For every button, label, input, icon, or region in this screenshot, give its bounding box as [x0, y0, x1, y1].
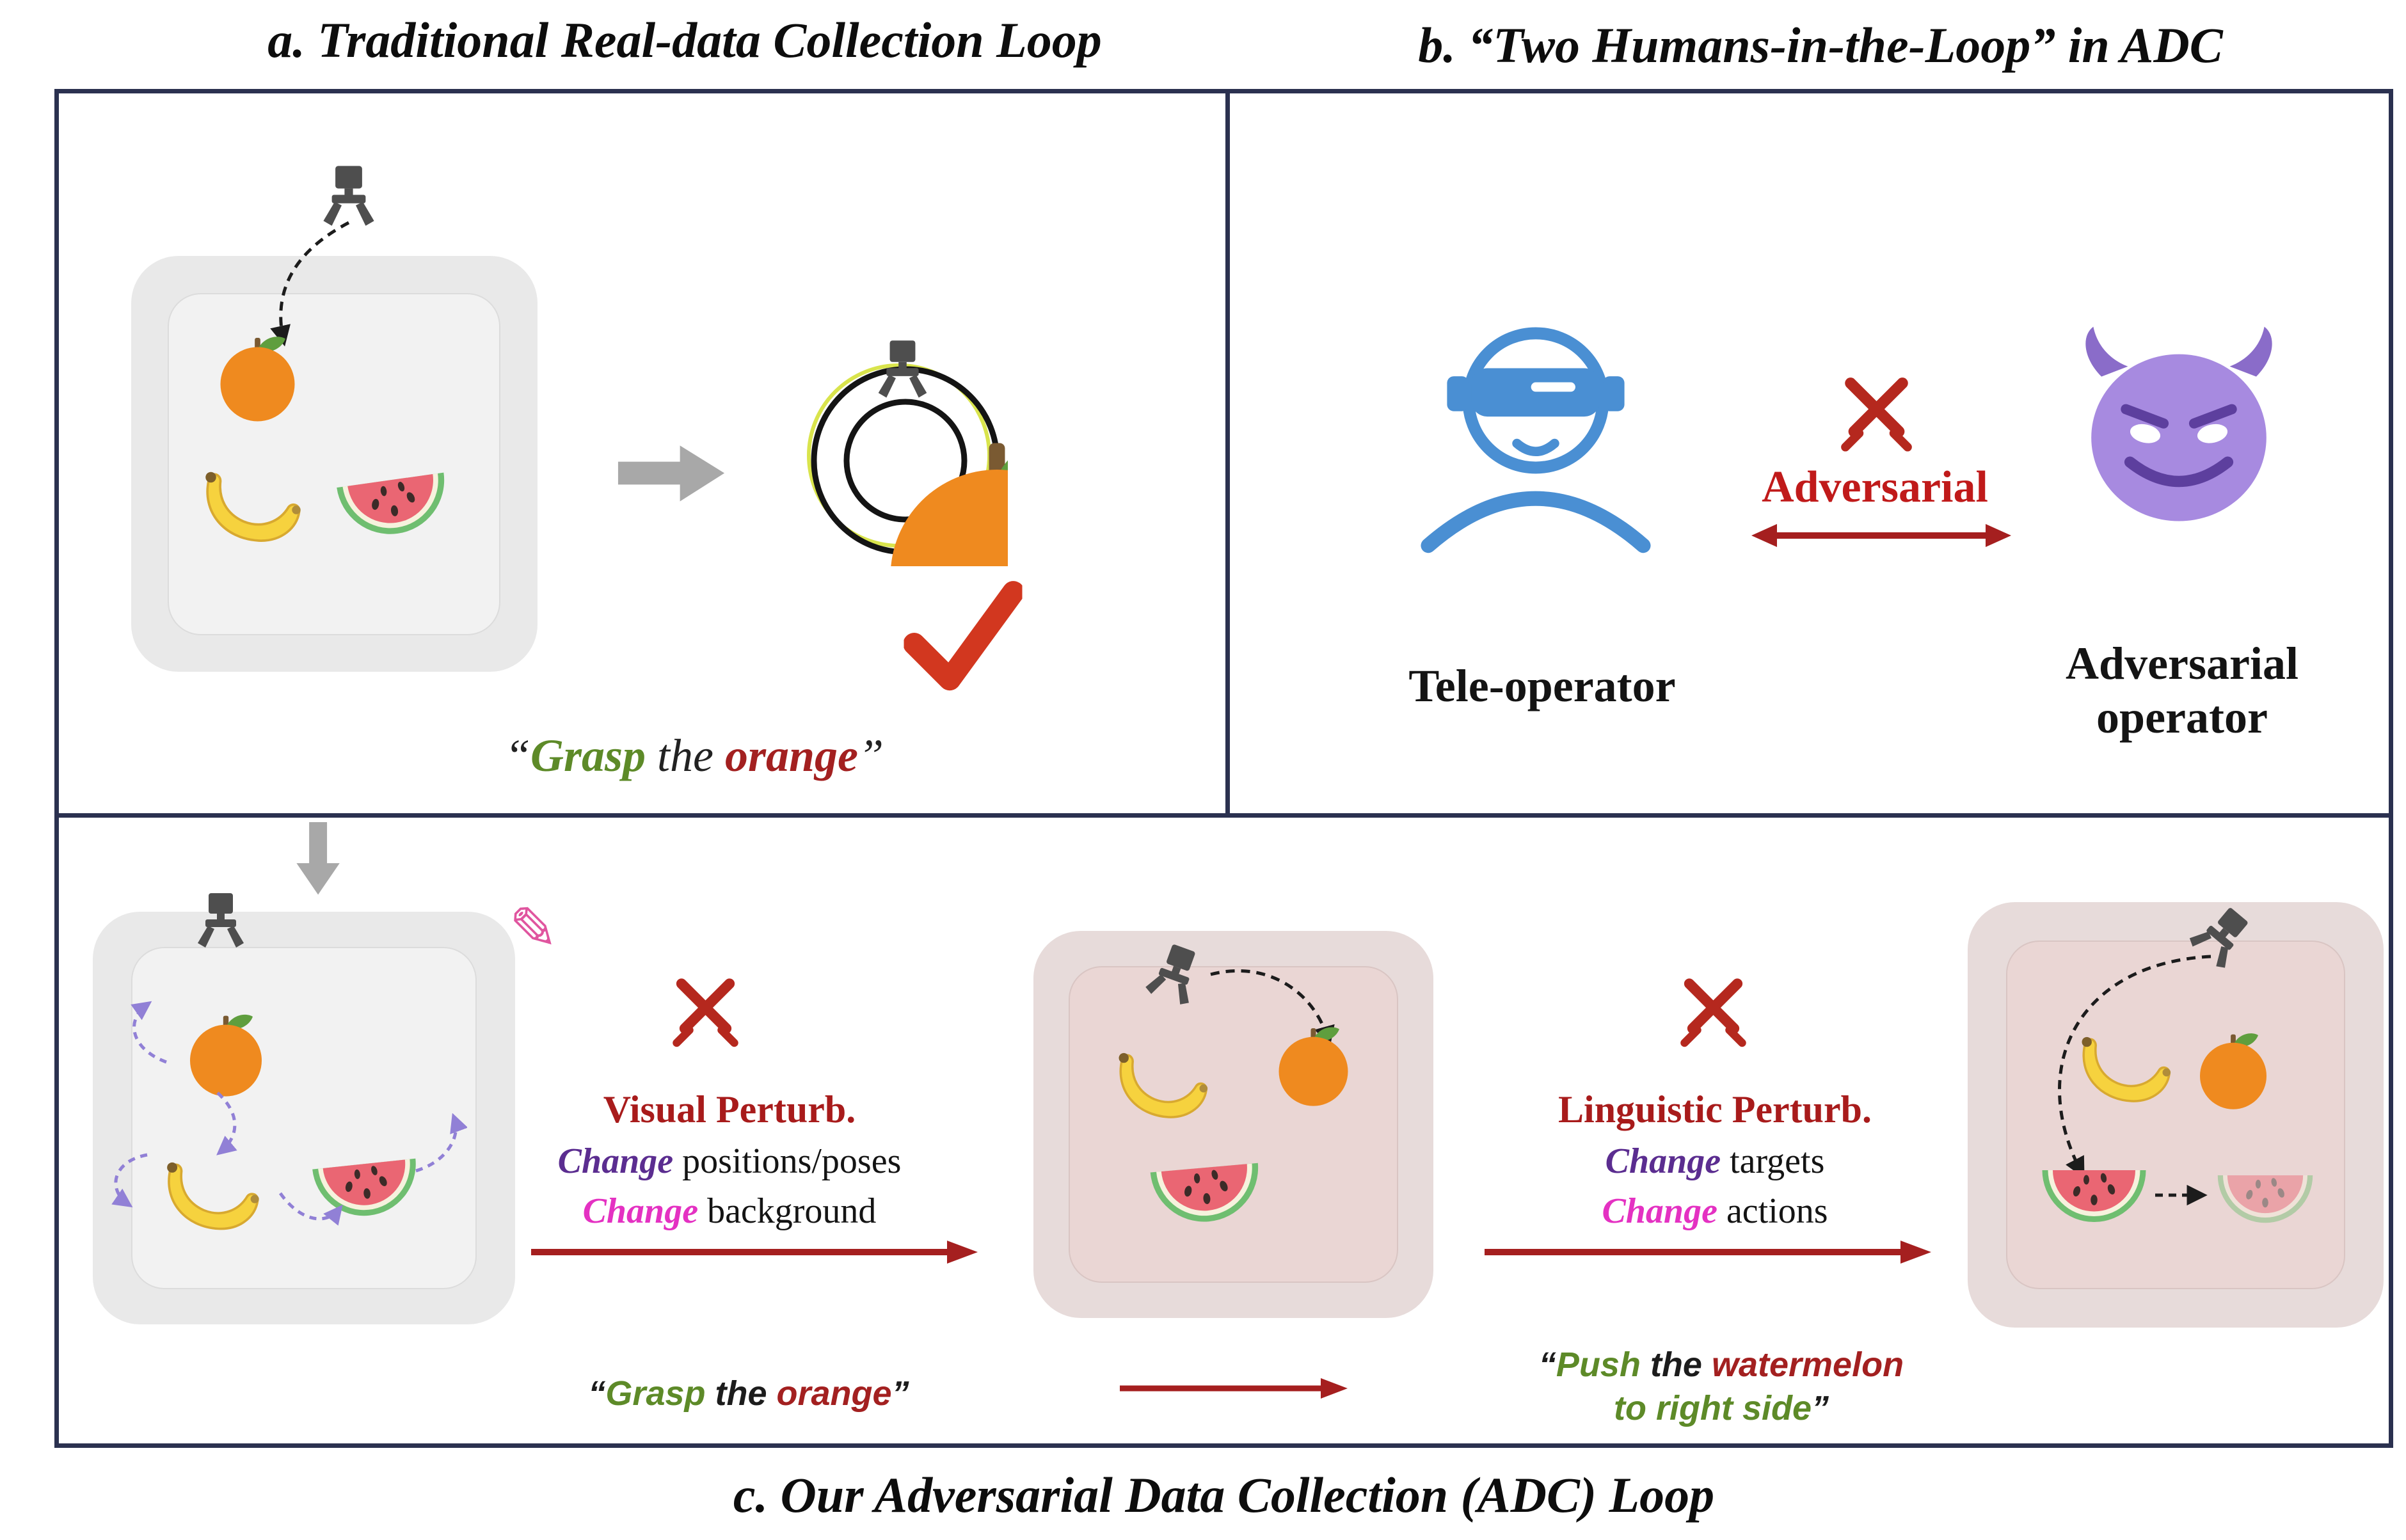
motion-arrow: [415, 1113, 467, 1173]
red-arrow: [1120, 1378, 1348, 1399]
tray-a-inner: [168, 293, 500, 635]
visual-perturb-line1: Change positions/poses: [506, 1141, 953, 1182]
red-arrow: [531, 1241, 978, 1264]
visual-perturb-title: Visual Perturb.: [603, 1088, 856, 1131]
banana-icon: [2067, 1020, 2182, 1110]
instruction-object: watermelon: [1711, 1346, 1904, 1384]
instruction-verb: Grasp: [530, 730, 646, 781]
banana-icon: [154, 1145, 269, 1238]
push-instruction-line1: “Push the watermelon: [1465, 1344, 1977, 1387]
trajectory-arrow: [270, 221, 350, 347]
grasp-instruction: “Grasp the orange”: [182, 729, 1206, 782]
instruction-direction: to right side: [1614, 1388, 1812, 1427]
tray-a: [131, 256, 538, 672]
tray-c-original-inner: [131, 947, 477, 1289]
adversarial-double-arrow: [1751, 524, 2011, 547]
line-rest: background: [698, 1191, 877, 1231]
orange-icon: [1270, 1020, 1357, 1107]
quote-close: ”: [858, 730, 884, 781]
visual-perturb-block: Visual Perturb. Change positions/poses C…: [506, 1088, 953, 1232]
quote-close: ”: [891, 1374, 909, 1413]
change-word: Change: [582, 1191, 699, 1231]
grasp-instruction-small: “Grasp the orange”: [525, 1372, 973, 1416]
push-instruction: “Push the watermelon to right side”: [1465, 1344, 1977, 1430]
crossed-swords-icon: [665, 972, 745, 1052]
trajectory-arrow: [1210, 969, 1335, 1047]
push-direction-arrow: [2155, 1184, 2208, 1206]
panel-a-title: a. Traditional Real-data Collection Loop: [267, 12, 1102, 68]
quote-open: “: [504, 730, 530, 781]
quote-close: ”: [1812, 1388, 1829, 1427]
tele-operator-icon: [1401, 294, 1670, 563]
instruction-verb: Push: [1556, 1346, 1641, 1384]
gripper-icon: [869, 338, 936, 405]
watermelon-icon: [1142, 1147, 1270, 1237]
crossed-swords-icon: [1833, 371, 1920, 457]
instruction-mid: the: [1640, 1346, 1712, 1384]
panel-c-title: c. Our Adversarial Data Collection (ADC)…: [733, 1467, 1715, 1523]
instruction-object: orange: [724, 730, 859, 781]
adversarial-operator-label: Adversarial operator: [2003, 637, 2361, 744]
orange-icon: [181, 1008, 271, 1097]
gray-arrow-down-icon: [288, 822, 349, 896]
motion-arrow: [278, 1192, 343, 1226]
adversarial-operator-line2: operator: [2096, 692, 2268, 743]
adversarial-label: Adversarial: [1762, 463, 1988, 512]
tele-operator-label: Tele-operator: [1408, 660, 1676, 711]
orange-icon: [211, 329, 304, 422]
orange-icon: [2192, 1027, 2275, 1110]
adversarial-operator-line1: Adversarial: [2066, 638, 2298, 689]
red-arrow: [1485, 1241, 1931, 1264]
change-word: Change: [1602, 1191, 1717, 1231]
crossed-swords-icon: [1673, 972, 1753, 1052]
quote-open: “: [1538, 1346, 1556, 1384]
motion-arrow: [216, 1091, 237, 1155]
instruction-verb: Grasp: [605, 1374, 706, 1413]
linguistic-perturb-block: Linguistic Perturb. Change targets Chang…: [1491, 1088, 1939, 1232]
devil-icon: [2067, 317, 2291, 534]
instruction-mid: the: [646, 730, 725, 781]
tray-c-original: [93, 912, 515, 1324]
line-rest: actions: [1717, 1191, 1828, 1231]
panel-b-title: b. “Two Humans-in-the-Loop” in ADC: [1418, 17, 2223, 73]
trajectory-arrow: [2058, 955, 2211, 1179]
change-word: Change: [1605, 1141, 1721, 1181]
motion-arrow: [111, 1153, 148, 1208]
linguistic-perturb-line2: Change actions: [1491, 1191, 1939, 1232]
visual-perturb-line2: Change background: [506, 1191, 953, 1232]
line-rest: targets: [1721, 1141, 1825, 1181]
tray-c-visual-inner: [1069, 966, 1398, 1283]
push-instruction-line2: to right side”: [1465, 1387, 1977, 1431]
watermelon-icon: [328, 456, 459, 552]
checkmark-icon: [889, 576, 1037, 694]
tray-c-visual: [1033, 931, 1433, 1318]
watermelon-icon: [2035, 1155, 2153, 1232]
instruction-object: orange: [776, 1374, 892, 1413]
watermelon-ghost-icon: [2211, 1161, 2320, 1232]
quote-open: “: [588, 1374, 606, 1413]
gray-arrow-right-icon: [617, 441, 726, 505]
instruction-mid: the: [705, 1374, 777, 1413]
line-rest: positions/poses: [673, 1141, 902, 1181]
motion-arrow: [131, 1001, 167, 1064]
tray-c-linguistic: [1968, 902, 2384, 1328]
banana-icon: [1104, 1036, 1219, 1126]
linguistic-perturb-title: Linguistic Perturb.: [1558, 1088, 1872, 1131]
pencil-edit-icon: ✎: [509, 894, 559, 963]
banana-icon: [192, 454, 310, 550]
gripper-icon: [189, 891, 253, 955]
change-word: Change: [557, 1141, 674, 1181]
linguistic-perturb-line1: Change targets: [1491, 1141, 1939, 1182]
